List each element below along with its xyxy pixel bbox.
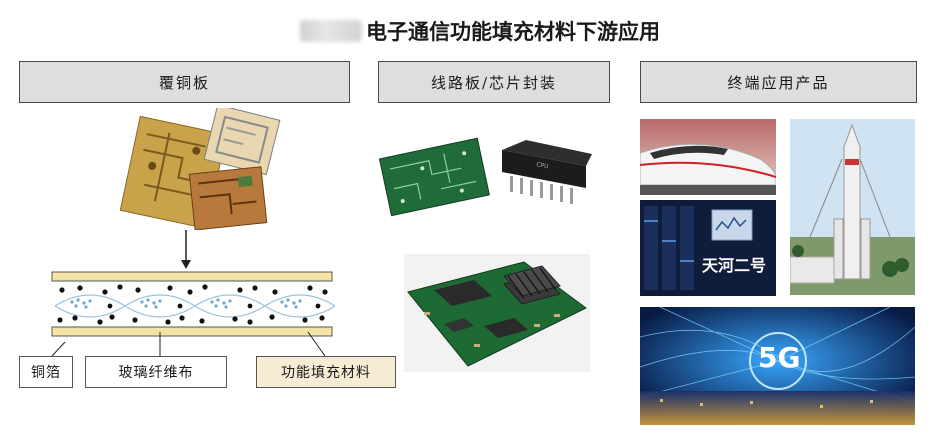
section-header-terminal: 终端应用产品 <box>640 61 917 103</box>
svg-text:CPU: CPU <box>536 161 549 170</box>
label-glass-fiber: 玻璃纤维布 <box>85 356 227 388</box>
arrow-down-icon <box>181 230 191 269</box>
5g-network-photo: 5G <box>640 307 915 425</box>
section-header-ccl: 覆铜板 <box>19 61 350 103</box>
label-filler: 功能填充材料 <box>256 356 396 388</box>
blurred-logo <box>300 20 362 42</box>
supercomputer-photo: 天河二号 <box>640 200 776 296</box>
supercomputer-text: 天河二号 <box>702 256 767 275</box>
ccl-boards-photo <box>112 108 282 230</box>
label-copper-foil: 铜箔 <box>19 356 73 388</box>
callout-lines <box>51 331 326 357</box>
chip-package-photo: CPU <box>496 136 596 206</box>
ccl-cross-section-diagram <box>51 271 335 337</box>
5g-text: 5G <box>758 341 801 374</box>
pcb-board-photo <box>378 130 490 220</box>
chip-board-photo <box>404 254 590 372</box>
page-title: 电子通信功能填充材料下游应用 <box>366 20 660 44</box>
section-header-pcb: 线路板/芯片封装 <box>378 61 610 103</box>
rocket-photo <box>790 119 915 295</box>
bullet-train-photo <box>640 119 776 195</box>
